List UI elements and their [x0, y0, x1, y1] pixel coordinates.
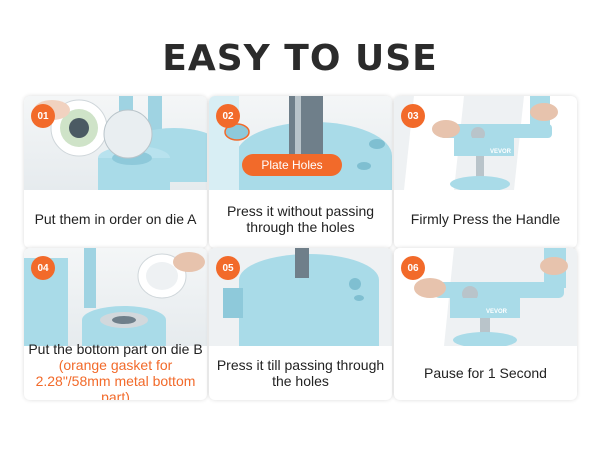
- step-card-03: VEVOR 03 Firmly Press the Handle: [394, 96, 577, 248]
- step-caption-05: Press it till passing through the holes: [216, 357, 385, 389]
- step-card-04: 04 Put the bottom part on die B (orange …: [24, 248, 207, 400]
- step-caption-06: Pause for 1 Second: [424, 365, 547, 381]
- step-photo-05: 05: [209, 248, 392, 346]
- step-badge-03: 03: [401, 104, 425, 128]
- step-card-06: VEVOR 06 Pause for 1 Second: [394, 248, 577, 400]
- step-badge-01: 01: [31, 104, 55, 128]
- step-photo-06: VEVOR 06: [394, 248, 577, 346]
- step-photo-04: 04: [24, 248, 207, 346]
- step-photo-02: 02 Plate Holes: [209, 96, 392, 190]
- step-badge-04: 04: [31, 256, 55, 280]
- step-card-01: 01 Put them in order on die A: [24, 96, 207, 248]
- page-title: EASY TO USE: [162, 38, 438, 79]
- step-caption-03: Firmly Press the Handle: [410, 211, 561, 227]
- brand-logo-06: VEVOR: [486, 309, 508, 315]
- step-card-02: 02 Plate Holes Press it without passing …: [209, 96, 392, 248]
- step-card-05: 05 Press it till passing through the hol…: [209, 248, 392, 400]
- step-caption-04-main: Put the bottom part on die B: [28, 341, 203, 357]
- step-caption-02: Press it without passing through the hol…: [226, 203, 375, 235]
- plate-holes-label: Plate Holes: [242, 154, 342, 176]
- step-badge-05: 05: [216, 256, 240, 280]
- step-photo-01: 01: [24, 96, 207, 190]
- step-caption-01: Put them in order on die A: [34, 211, 197, 227]
- brand-logo-03: VEVOR: [490, 149, 512, 155]
- step-badge-06: 06: [401, 256, 425, 280]
- step-badge-02: 02: [216, 104, 240, 128]
- step-photo-03: VEVOR 03: [394, 96, 577, 190]
- step-caption-04-note: (orange gasket for 2.28"/58mm metal bott…: [35, 357, 196, 400]
- step-caption-04: Put the bottom part on die B (orange gas…: [28, 341, 203, 400]
